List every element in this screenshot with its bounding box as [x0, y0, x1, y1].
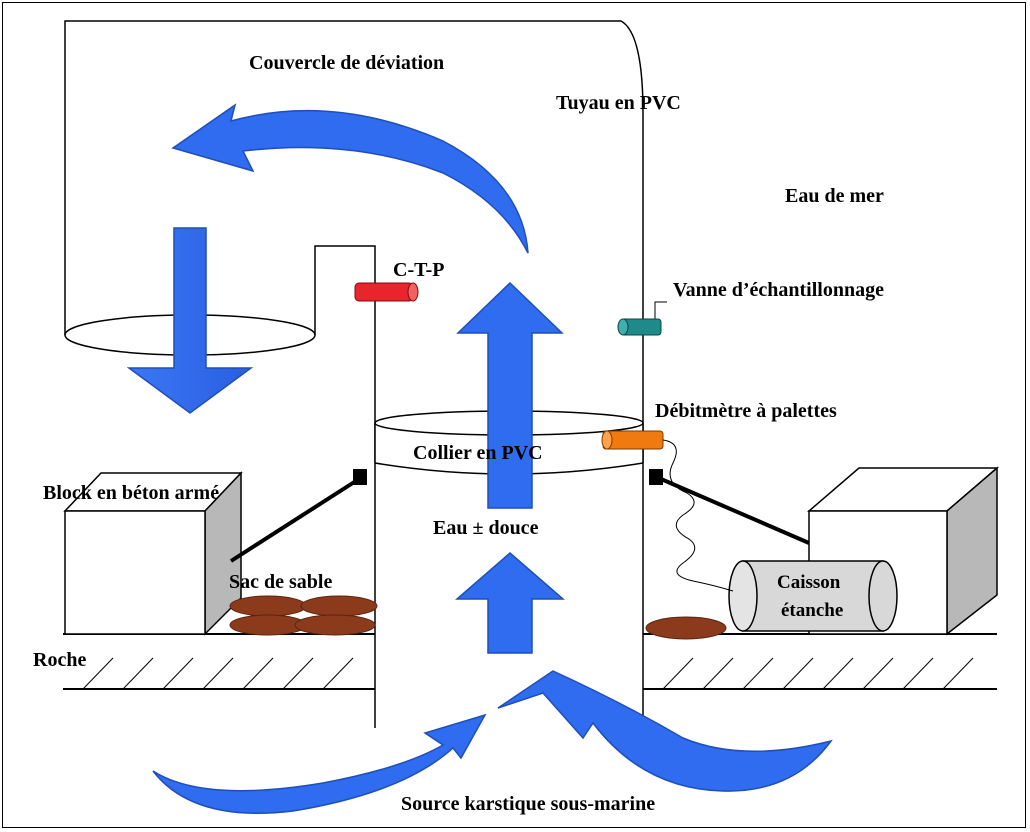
up-arrow-small-icon — [454, 552, 566, 654]
label-fresh-water: Eau ± douce — [433, 517, 539, 539]
label-sampling-valve: Vanne d’échantillonnage — [673, 279, 884, 301]
label-concrete-block: Block en béton armé — [43, 482, 219, 504]
paddle-flowmeter — [601, 430, 734, 592]
down-arrow-icon — [126, 227, 254, 414]
label-rock: Roche — [33, 649, 86, 671]
curved-arrow-icon — [171, 103, 529, 254]
label-pvc-pipe: Tuyau en PVC — [556, 92, 681, 114]
label-deviation-cover: Couvercle de déviation — [249, 52, 444, 74]
sampling-valve — [617, 301, 667, 336]
label-karst-source: Source karstique sous-marine — [401, 793, 655, 815]
ctp-sensor — [354, 282, 419, 302]
label-ctp: C-T-P — [393, 259, 444, 281]
karst-spring-diagram: Couvercle de déviation Tuyau en PVC Eau … — [33, 20, 1000, 815]
sealed-box — [728, 560, 898, 632]
up-arrow-icon — [456, 281, 564, 509]
label-seawater: Eau de mer — [785, 185, 884, 207]
label-sandbag: Sac de sable — [229, 571, 332, 593]
label-pvc-collar: Collier en PVC — [413, 442, 543, 464]
label-paddle-flowmeter: Débitmètre à palettes — [655, 400, 837, 422]
sandbags — [229, 595, 727, 640]
source-arrows-icon — [152, 670, 833, 814]
anchor-cables — [229, 469, 810, 563]
concrete-block-left — [63, 471, 243, 636]
label-sealed-box-2: étanche — [781, 600, 843, 621]
label-sealed-box-1: Caisson — [777, 572, 841, 593]
